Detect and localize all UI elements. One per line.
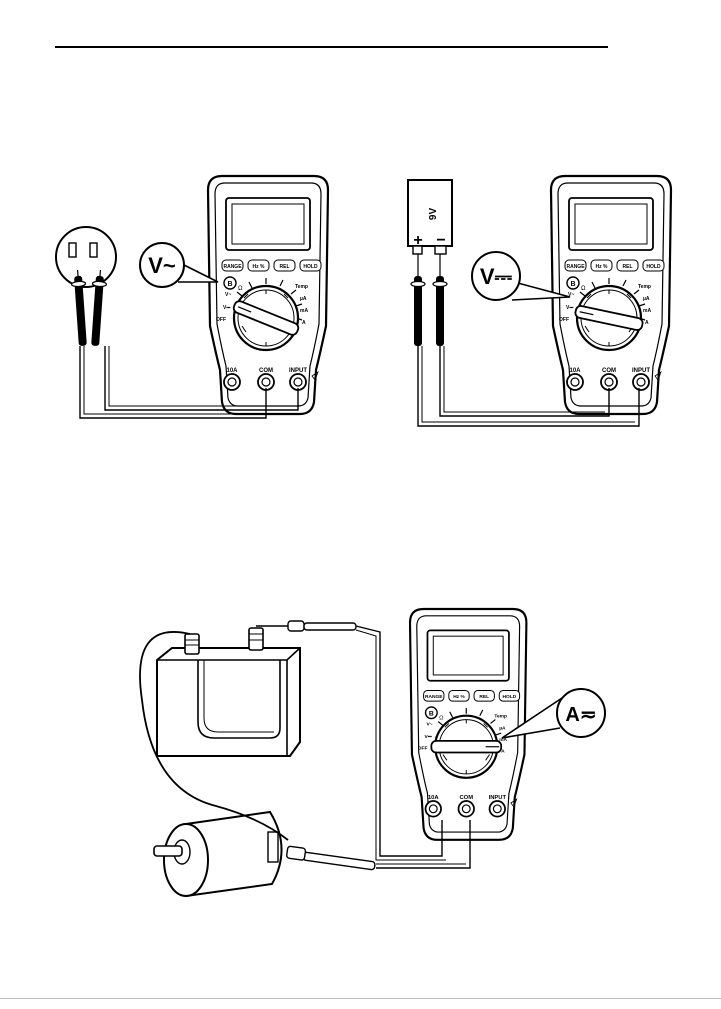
probe-black-current — [286, 846, 375, 870]
hz-button-label: Hz % — [253, 264, 266, 270]
battery-minus-label: − — [436, 232, 445, 249]
jack-com-label: COM — [459, 795, 473, 801]
battery-voltage-label: 9V — [428, 208, 439, 221]
ac-outlet — [56, 227, 116, 287]
off-label: OFF — [216, 317, 226, 323]
jack-input-label: INPUT — [632, 368, 650, 374]
b-button-label: B — [227, 281, 232, 288]
temp-label: Temp — [638, 284, 651, 290]
hold-button-label: HOLD — [503, 694, 517, 700]
current-diagram: RANGE Hz % REL HOLD B Ω Temp µA mA A V~ … — [140, 609, 605, 896]
hold-button-label: HOLD — [646, 264, 661, 270]
ohm-label: Ω — [581, 286, 586, 292]
jack-input-label: INPUT — [489, 795, 507, 801]
vac-label: V~ — [225, 292, 231, 298]
temp-label: Temp — [494, 714, 507, 720]
rotary-knob — [431, 741, 501, 753]
multimeter-dc: RANGE Hz % REL HOLD B Ω Temp µA mA A V~ … — [551, 176, 671, 414]
ua-label: µA — [300, 296, 307, 302]
callout-ac-voltage: V~ — [140, 243, 218, 287]
dc-voltage-diagram: RANGE Hz % REL HOLD B Ω Temp µA mA A V~ … — [408, 176, 671, 426]
ua-label: µA — [643, 296, 650, 302]
ohm-label: Ω — [238, 286, 243, 292]
ac-voltage-diagram: RANGE Hz % REL HOLD B Ω Temp µA mA A V~ … — [56, 176, 328, 418]
ohm-label: Ω — [439, 716, 444, 722]
callout-ac-voltage-text: V~ — [148, 253, 176, 278]
off-label: OFF — [418, 746, 428, 752]
hold-button-label: HOLD — [303, 264, 318, 270]
rel-button-label: REL — [623, 264, 633, 270]
vdc-label: V⎓ — [425, 734, 432, 740]
hz-button-label: Hz % — [596, 264, 609, 270]
jack-com-label: COM — [259, 368, 273, 374]
jack-10a-label: 10A — [226, 368, 238, 374]
jack-input-label: INPUT — [289, 368, 307, 374]
multimeter-ac: RANGE Hz % REL HOLD B Ω Temp µA mA A V~ … — [208, 176, 328, 414]
a-label: A — [302, 320, 306, 326]
hz-button-label: Hz % — [453, 694, 465, 700]
callout-dc-voltage-text: V⎓ — [480, 264, 513, 289]
probe-black-dc — [433, 270, 447, 346]
probe-red-current — [288, 621, 356, 631]
off-label: OFF — [559, 317, 569, 323]
temp-label: Temp — [295, 284, 308, 290]
a-label: A — [645, 320, 649, 326]
footer-rule — [0, 998, 721, 999]
battery-pack — [157, 628, 300, 756]
ua-label: µA — [499, 725, 506, 731]
b-button-label: B — [570, 281, 575, 288]
b-button-label: B — [429, 711, 434, 718]
range-button-label: RANGE — [425, 694, 443, 700]
vac-label: V~ — [426, 721, 432, 727]
ma-label: mA — [643, 308, 651, 314]
jack-10a-label: 10A — [428, 795, 439, 801]
rel-button-label: REL — [280, 264, 290, 270]
multimeter-current: RANGE Hz % REL HOLD B Ω Temp µA mA A V~ … — [410, 609, 526, 840]
probe-red-dc — [411, 270, 425, 346]
battery-plus-label: + — [413, 232, 422, 249]
jack-10a-label: 10A — [569, 368, 581, 374]
callout-current-text: A≂ — [565, 704, 596, 726]
vdc-label: V⎓ — [566, 305, 573, 311]
range-button-label: RANGE — [566, 264, 585, 270]
range-button-label: RANGE — [223, 264, 242, 270]
rel-button-label: REL — [479, 694, 489, 700]
jack-com-label: COM — [602, 368, 616, 374]
ma-label: mA — [300, 308, 308, 314]
battery-9v: 9V + − — [408, 180, 452, 254]
vdc-label: V⎓ — [223, 305, 230, 311]
